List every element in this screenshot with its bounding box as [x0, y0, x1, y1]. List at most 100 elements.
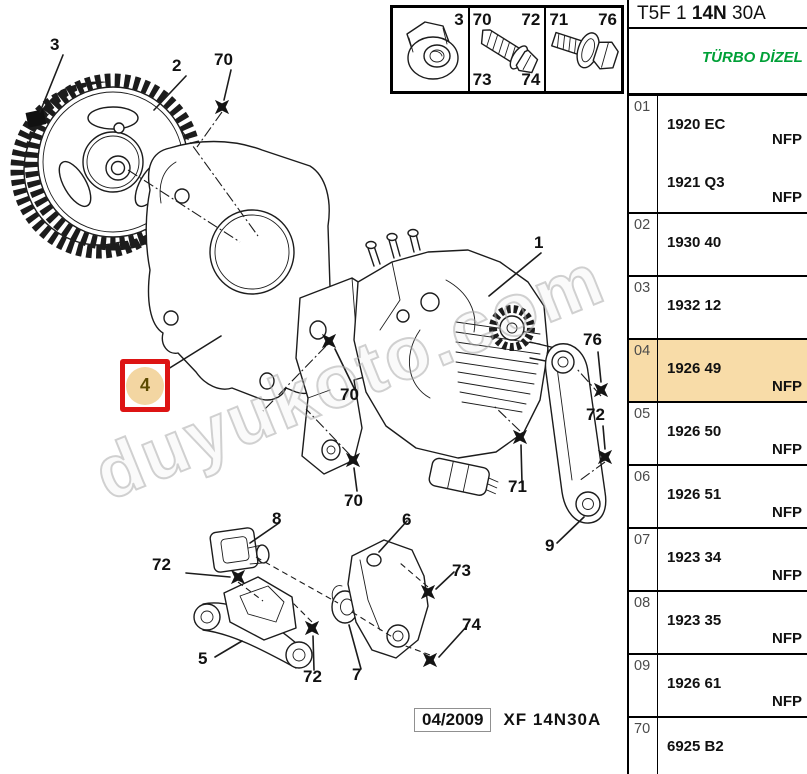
part-callout-label: 4: [139, 375, 150, 395]
part-entry: 1926 50 NFP: [658, 403, 807, 464]
row-index: 70: [629, 718, 658, 774]
injection-pump-drawing: [353, 228, 579, 496]
table-row[interactable]: 03 1932 12: [629, 275, 807, 338]
part-callout[interactable]: 73: [452, 561, 471, 580]
part-entry: 1923 34 NFP: [658, 529, 807, 590]
part-entry: 1926 61 NFP: [658, 655, 807, 716]
fastener-label: 71: [549, 10, 569, 29]
leader-lines: [39, 54, 606, 671]
part-callout[interactable]: 6: [402, 510, 412, 529]
part-entry: 1930 40: [658, 214, 807, 275]
part-note: NFP: [772, 630, 802, 647]
fastener-label: 73: [472, 70, 492, 89]
part-note: NFP: [772, 504, 802, 521]
part-ref: 1926 51: [667, 486, 722, 503]
part-callout[interactable]: 74: [462, 615, 481, 634]
part-callout[interactable]: 9: [545, 536, 555, 555]
row-index: 03: [629, 277, 658, 338]
part-callout[interactable]: 2: [172, 56, 182, 75]
part-ref: 6925 B2: [667, 738, 724, 755]
part-note: NFP: [772, 693, 802, 710]
flanged-screw-icon: [480, 29, 538, 74]
code-prefix: T5F 1: [637, 3, 692, 24]
table-row[interactable]: 05 1926 50 NFP: [629, 401, 807, 464]
part-callout[interactable]: 8: [272, 509, 282, 528]
table-row[interactable]: 02 1930 40: [629, 212, 807, 275]
part-entry: 1920 EC NFP: [658, 96, 807, 154]
part-callout[interactable]: 72: [152, 555, 171, 574]
part-callout[interactable]: 72: [303, 667, 322, 686]
part-note: NFP: [772, 378, 802, 395]
exploded-view-diagram: duyukoto.com 3 2 70 1 76 72 70 70 71 9 8…: [10, 35, 617, 732]
part-ref: 1930 40: [667, 234, 722, 251]
part-ref: 1921 Q3: [667, 174, 725, 191]
nut-marker-drawing: [25, 109, 47, 128]
part-entry: 1926 51 NFP: [658, 466, 807, 527]
nut-icon: [406, 21, 459, 80]
part-callout[interactable]: 72: [586, 405, 605, 424]
table-row[interactable]: 08 1923 35 NFP: [629, 590, 807, 653]
part-callout[interactable]: 1: [534, 233, 544, 252]
row-index: 08: [629, 592, 658, 653]
selected-part-callout[interactable]: 4: [120, 359, 170, 412]
part-callout[interactable]: 3: [50, 35, 60, 54]
row-index: 04: [629, 340, 658, 401]
part-entry: 6925 B2: [658, 718, 807, 774]
fastener-label: 3: [454, 10, 464, 29]
part-note: NFP: [772, 567, 802, 584]
support-arm-drawing: [544, 343, 607, 524]
part-note: NFP: [772, 189, 802, 206]
part-entry: 1923 35 NFP: [658, 592, 807, 653]
table-row[interactable]: 01 1920 EC NFP 1921 Q3 NFP: [629, 96, 807, 212]
part-ref: 1926 49: [667, 360, 722, 377]
table-row[interactable]: 70 6925 B2: [629, 716, 807, 774]
row-index: 05: [629, 403, 658, 464]
row-index: 07: [629, 529, 658, 590]
part-entry: 1932 12: [658, 277, 807, 338]
part-callout[interactable]: 70: [214, 50, 233, 69]
table-row[interactable]: 07 1923 34 NFP: [629, 527, 807, 590]
part-callout[interactable]: 70: [344, 491, 363, 510]
table-row[interactable]: 09 1926 61 NFP: [629, 653, 807, 716]
part-callout[interactable]: 70: [340, 385, 359, 404]
fastener-label: 70: [472, 10, 492, 29]
table-row-selected[interactable]: 04 1926 49 NFP: [629, 338, 807, 401]
code-bold: 14N: [691, 3, 727, 24]
fastener-label: 72: [521, 10, 541, 29]
part-ref: 1923 34: [667, 549, 722, 566]
row-index: 09: [629, 655, 658, 716]
fastener-cell-bolt-washer: 71 76: [546, 8, 621, 91]
parts-table-panel: T5F 1 14N 30A TÜRBO DİZEL 01 1920 EC NFP…: [627, 0, 807, 774]
row-index: 01: [629, 96, 658, 212]
fastener-cell-screw: 70 72 73 74: [470, 8, 547, 91]
fastener-legend-box: 3 70 72 73 74: [390, 5, 624, 94]
link-bracket-drawing: [347, 539, 429, 659]
vehicle-code-header: T5F 1 14N 30A: [629, 0, 807, 29]
part-callout[interactable]: 71: [508, 477, 527, 496]
part-callout[interactable]: 76: [583, 330, 602, 349]
part-note: NFP: [772, 441, 802, 458]
part-ref: 1923 35: [667, 612, 722, 629]
section-subtitle: TÜRBO DİZEL: [702, 49, 803, 66]
row-index: 06: [629, 466, 658, 527]
part-ref: 1926 61: [667, 675, 722, 692]
catalog-reference: XF 14N30A: [503, 710, 602, 729]
line-art: [10, 54, 613, 671]
lower-bracket-drawing: [193, 576, 313, 669]
part-note: NFP: [772, 131, 802, 148]
part-ref: 1932 12: [667, 297, 722, 314]
diagram-footer: 04/2009 XF 14N30A: [414, 708, 601, 732]
construction-lines: [127, 111, 606, 656]
fastener-label: 76: [598, 10, 618, 29]
part-ref: 1920 EC: [667, 116, 726, 133]
fastener-label: 74: [521, 70, 541, 89]
row-index: 02: [629, 214, 658, 275]
part-callout[interactable]: 7: [352, 665, 362, 684]
table-row[interactable]: 06 1926 51 NFP: [629, 464, 807, 527]
part-callout[interactable]: 5: [198, 649, 208, 668]
fastener-cell-nut: 3: [393, 8, 470, 91]
revision-date: 04/2009: [414, 708, 492, 732]
rubber-mount-drawing: [209, 527, 270, 573]
code-suffix: 30A: [726, 3, 766, 24]
